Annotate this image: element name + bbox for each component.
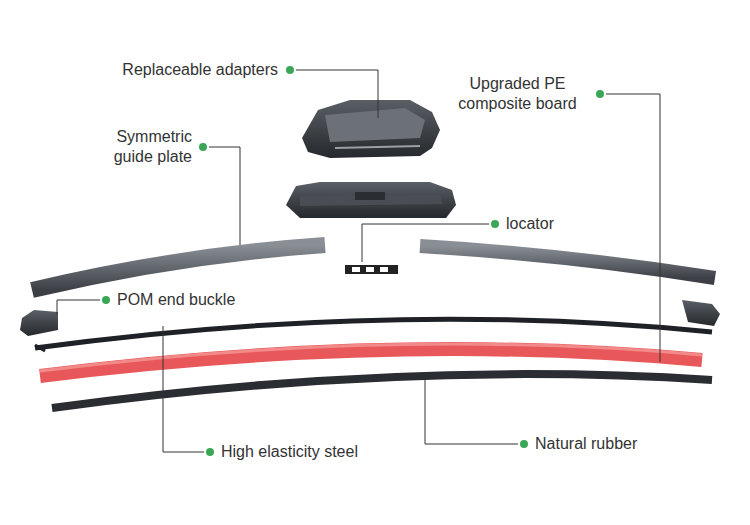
end-buckle-label: POM end buckle <box>117 290 297 310</box>
leader-lines <box>57 70 660 452</box>
locator <box>345 265 398 274</box>
steel-label: High elasticity steel <box>221 442 441 462</box>
adapter-top <box>302 100 440 158</box>
end-buckle-left <box>20 310 58 336</box>
guide-plate-right <box>420 246 715 278</box>
rubber-blade <box>52 374 712 408</box>
end-buckle-right <box>682 300 720 326</box>
board-label: Upgraded PE composite board <box>445 74 590 114</box>
locator-label: locator <box>506 214 606 234</box>
guide-plate-left <box>32 245 325 290</box>
adapter-label: Replaceable adapters <box>88 60 278 80</box>
adapter-bottom <box>286 182 456 218</box>
guide-plate-label: Symmetric guide plate <box>92 127 192 167</box>
rubber-label: Natural rubber <box>535 434 715 454</box>
callout-dots <box>101 65 605 457</box>
